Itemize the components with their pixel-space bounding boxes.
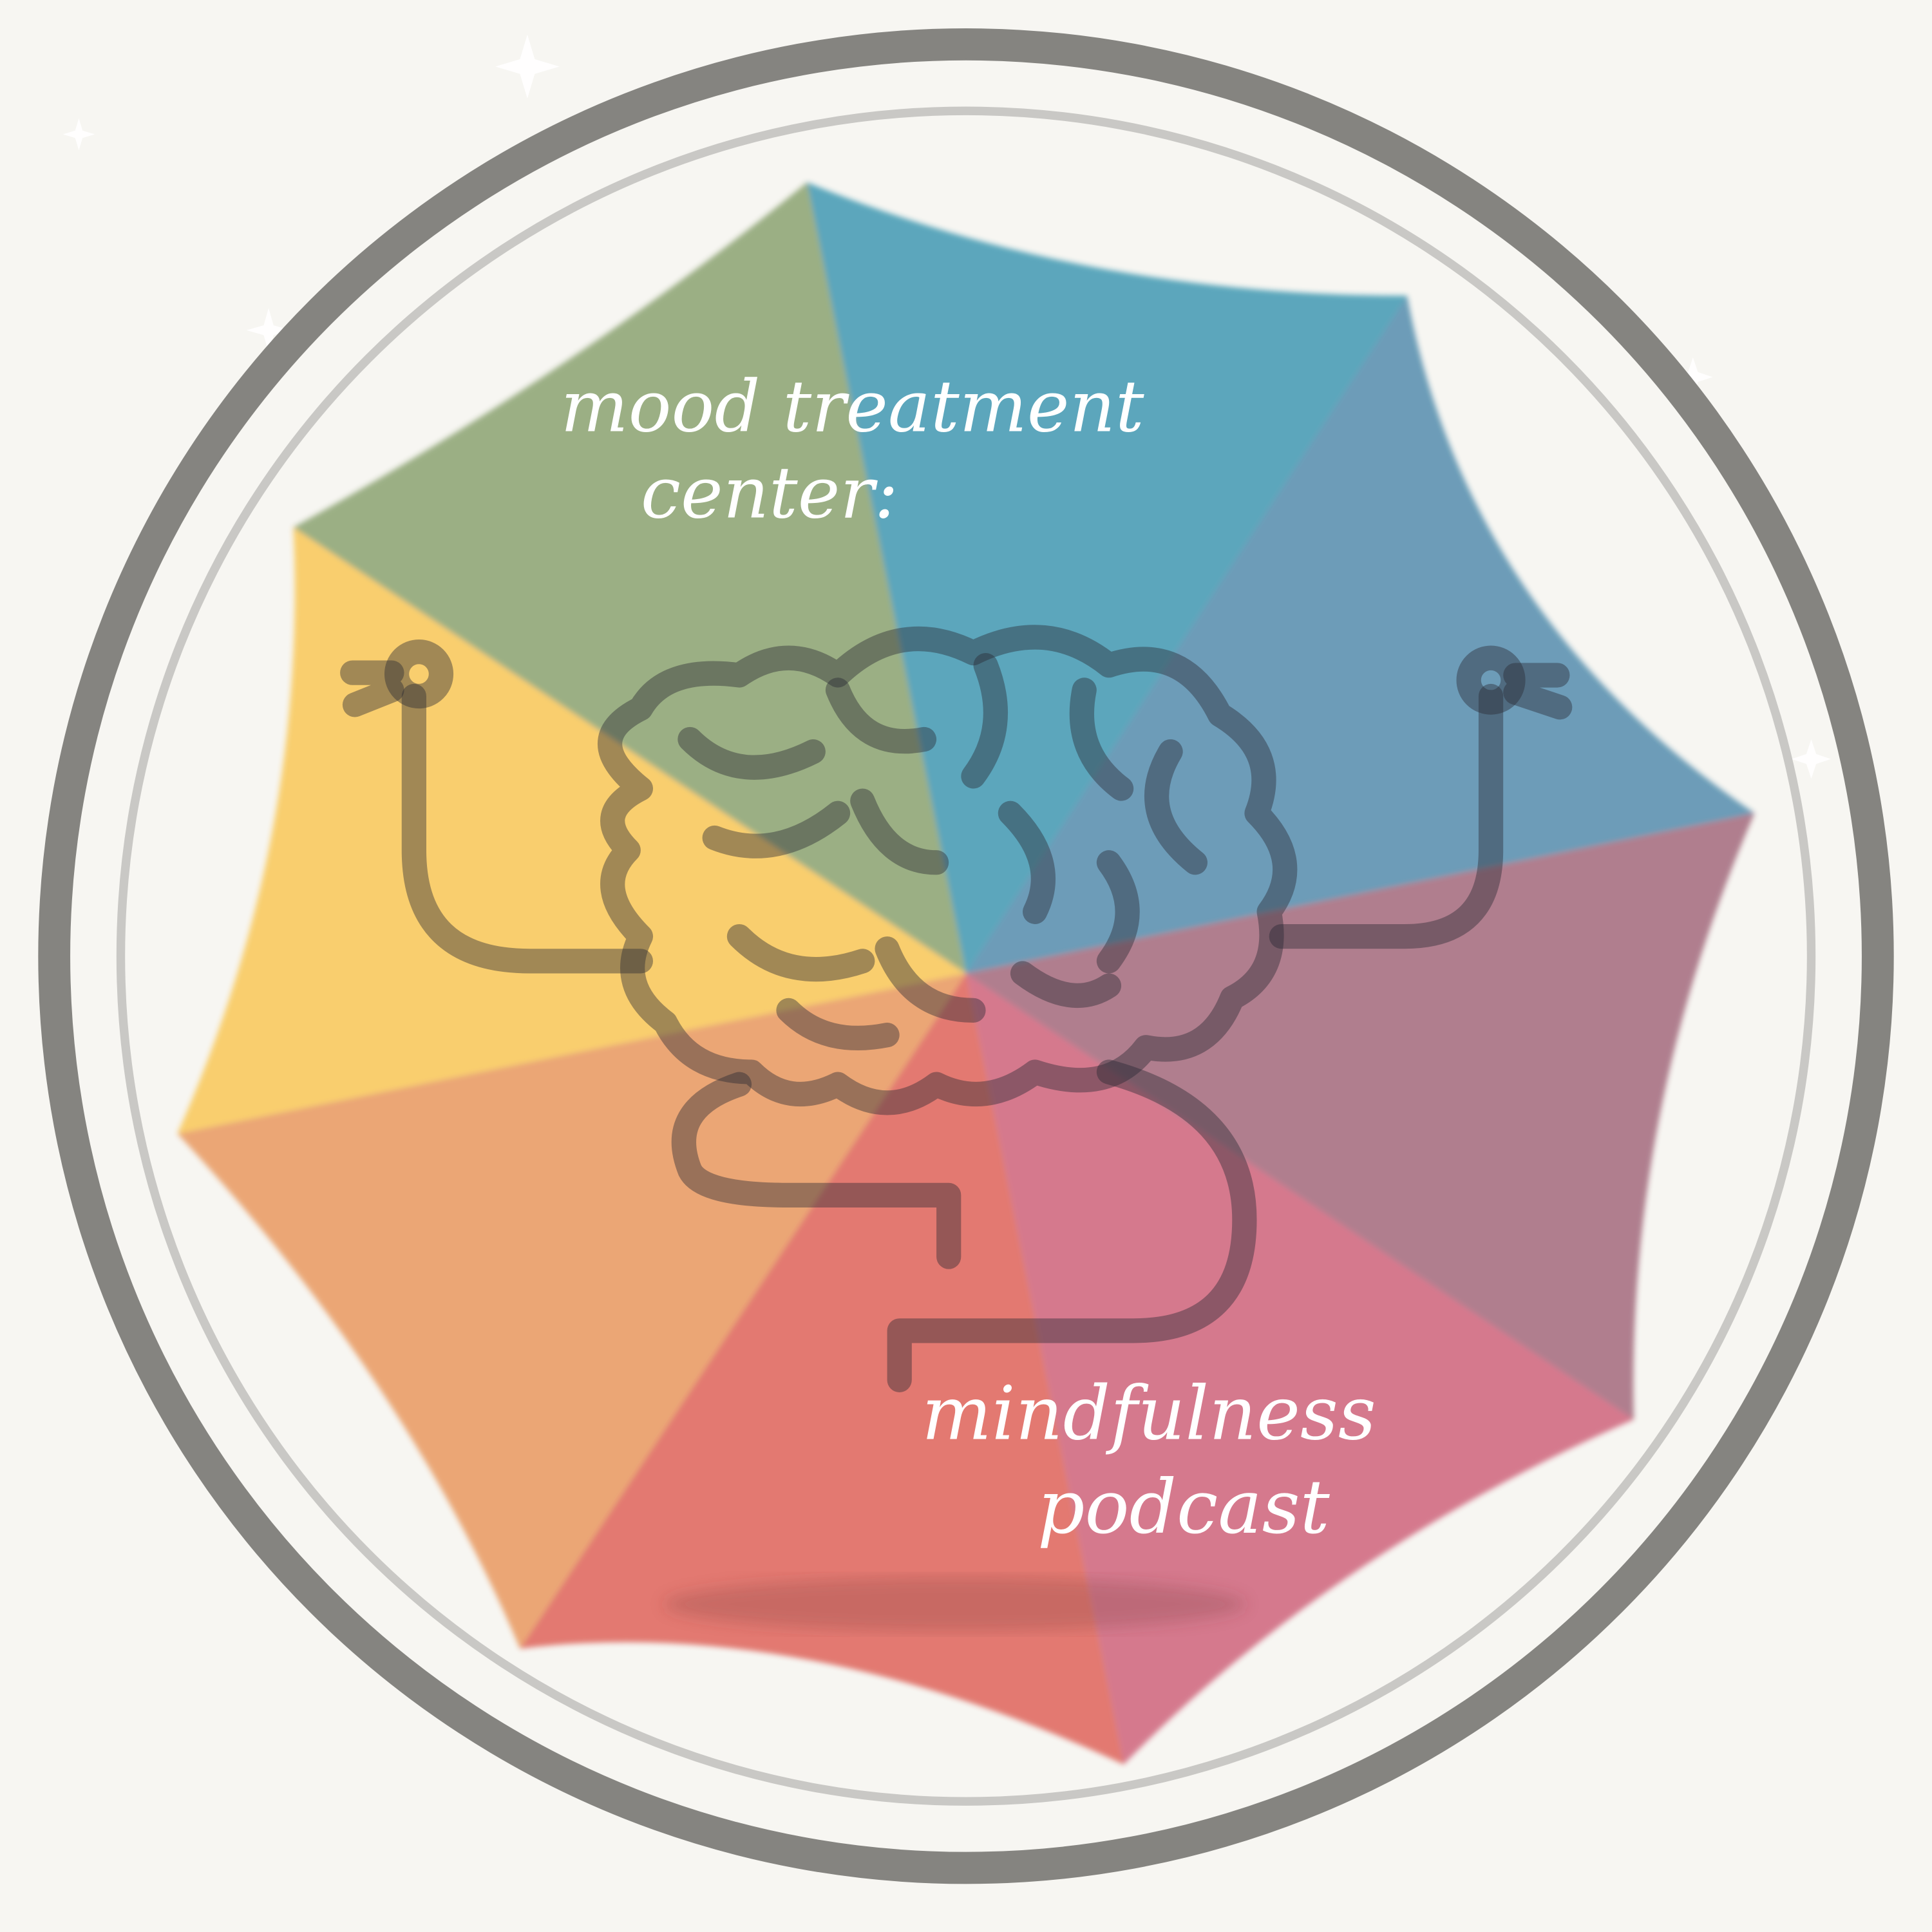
color-wheel [177,182,1755,1765]
segment-blue [966,296,1755,974]
title-line2: center: [641,452,898,535]
left-arm [401,683,654,974]
right-fingers [1503,663,1573,720]
segment-mauve [966,813,1755,1420]
segment-pink [966,973,1634,1765]
brain-outline [598,625,1298,1115]
ground-shadow [664,1577,1246,1632]
outer-ring [38,28,1894,1884]
brain-stem [671,1072,961,1269]
sparkle-icon [62,118,95,151]
title-line1: mood treatment [561,366,1144,449]
sparkle-icon [246,308,291,353]
right-hand [1456,645,1526,715]
segment-red [520,973,1124,1765]
sparkle-icon [495,34,560,99]
segment-green [293,182,966,974]
sparkle-icon [1673,357,1713,397]
subtitle-line2: podcast [1037,1464,1331,1551]
left-hand [384,639,454,709]
brain-with-arms-icon [340,625,1573,1392]
left-fingers [340,660,404,717]
subtitle-line1: mindfulness [922,1371,1376,1457]
segment-orange [177,973,966,1649]
sparkle-icon [1791,739,1832,779]
right-arm [1269,683,1504,949]
brain-base [887,1059,1257,1392]
segment-teal [807,182,1407,974]
segment-yellow [177,527,966,1134]
